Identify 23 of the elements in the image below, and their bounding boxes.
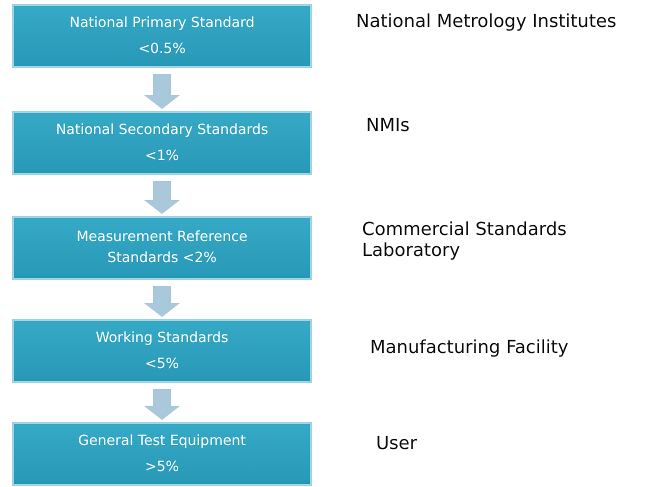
level-title: National Secondary Standards: [56, 122, 268, 138]
organization-label: NMIs: [366, 116, 411, 137]
organization-label: Manufacturing Facility: [370, 338, 570, 359]
level-box: [12, 216, 312, 280]
uncertainty-value: <1%: [145, 148, 179, 164]
level-box: [12, 4, 312, 68]
down-arrow: [144, 181, 180, 214]
level-title: National Primary Standard: [69, 15, 255, 31]
level-box: [12, 319, 312, 383]
down-arrow: [144, 74, 180, 109]
organization-label: National Metrology Institutes: [356, 12, 618, 33]
down-arrow: [144, 286, 180, 317]
uncertainty-value: <0.5%: [138, 41, 186, 57]
level-title: General Test Equipment: [78, 433, 246, 449]
organization-label: Commercial Standards Laboratory: [362, 220, 568, 262]
organization-label: User: [376, 434, 418, 455]
uncertainty-value: <5%: [145, 356, 179, 372]
down-arrow: [144, 389, 180, 420]
level-title: Measurement Reference Standards <2%: [75, 228, 249, 268]
level-title: Working Standards: [96, 330, 228, 346]
level-box: [12, 422, 312, 486]
uncertainty-value: >5%: [145, 459, 179, 475]
level-box: [12, 111, 312, 175]
